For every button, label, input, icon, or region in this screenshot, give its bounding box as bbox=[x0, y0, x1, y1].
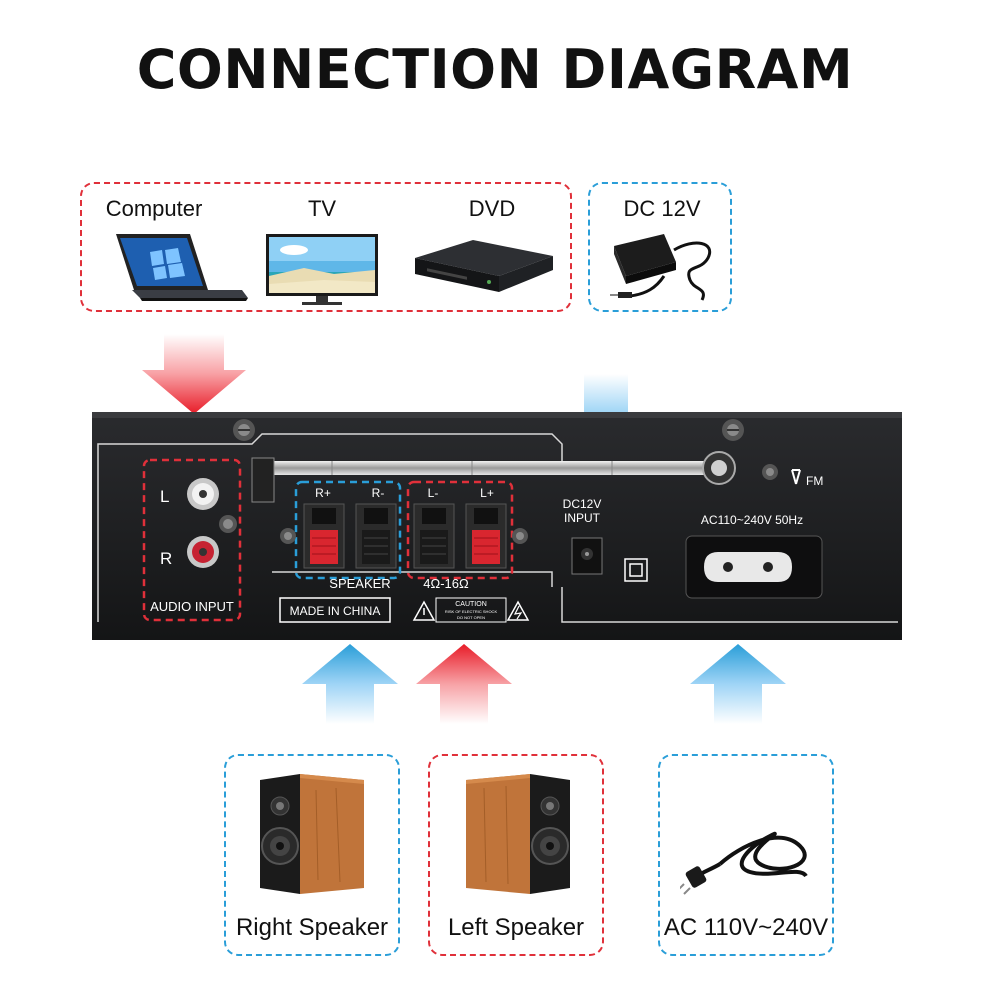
ac-label: AC110~240V 50Hz bbox=[701, 513, 803, 527]
dvd-player-icon bbox=[415, 240, 553, 292]
speaker-label: SPEAKER bbox=[329, 576, 390, 591]
right-speaker-arrow bbox=[302, 644, 398, 724]
caution-line1: RISK OF ELECTRIC SHOCK bbox=[445, 609, 498, 614]
left-speaker-label: Left Speaker bbox=[447, 914, 585, 941]
speaker-terminal-r-minus bbox=[355, 503, 397, 569]
computer-label: Computer bbox=[105, 196, 203, 221]
dvd-label: DVD bbox=[468, 196, 516, 221]
amplifier-back-panel: FM L R AUDIO INPUT R+ R- L- L+ bbox=[92, 412, 902, 640]
speaker-terminal-l-minus bbox=[413, 503, 455, 569]
dc-source-box: DC 12V bbox=[588, 182, 732, 312]
dc-label: DC 12V bbox=[623, 196, 701, 221]
right-speaker-box: Right Speaker bbox=[224, 754, 400, 956]
left-speaker-arrow bbox=[416, 644, 512, 724]
dc-input-label-2: INPUT bbox=[564, 511, 601, 525]
screw-icon bbox=[280, 528, 296, 544]
impedance-label: 4Ω-16Ω bbox=[423, 576, 469, 591]
power-adapter-icon bbox=[610, 234, 712, 301]
r-minus-label: R- bbox=[372, 486, 385, 500]
audio-input-arrow bbox=[142, 334, 246, 414]
audio-sources-box: Computer TV DVD bbox=[80, 182, 572, 312]
speaker-terminal-r-plus bbox=[303, 503, 345, 569]
rca-left-jack bbox=[187, 478, 219, 510]
speaker-icon bbox=[260, 774, 364, 894]
made-in-label: MADE IN CHINA bbox=[290, 604, 381, 618]
speaker-terminal-l-plus bbox=[465, 503, 507, 569]
rca-r-label: R bbox=[160, 549, 172, 568]
page-title: CONNECTION DIAGRAM bbox=[136, 38, 854, 101]
caution-line2: DO NOT OPEN bbox=[457, 615, 485, 620]
ac-label: AC 110V~240V bbox=[663, 914, 829, 941]
screw-icon bbox=[722, 419, 744, 441]
ac-power-arrow bbox=[690, 644, 786, 724]
r-plus-label: R+ bbox=[315, 486, 331, 500]
audio-input-label: AUDIO INPUT bbox=[150, 599, 234, 614]
speaker-icon bbox=[466, 774, 570, 894]
fm-antenna-icon bbox=[791, 469, 801, 485]
right-speaker-label: Right Speaker bbox=[235, 914, 389, 941]
dc-jack bbox=[571, 537, 603, 575]
caution-label: CAUTION bbox=[455, 601, 487, 608]
power-cord-icon bbox=[680, 831, 808, 895]
rca-l-label: L bbox=[160, 487, 169, 506]
high-voltage-icon bbox=[506, 600, 530, 621]
l-plus-label: L+ bbox=[480, 486, 494, 500]
screw-icon bbox=[233, 419, 255, 441]
screw-icon bbox=[512, 528, 528, 544]
screw-icon bbox=[762, 464, 778, 480]
warning-triangle-icon bbox=[412, 600, 436, 621]
dc-input-label-1: DC12V bbox=[563, 497, 602, 511]
ac-power-box: AC 110V~240V bbox=[658, 754, 834, 956]
laptop-icon bbox=[116, 234, 248, 301]
rca-right-jack bbox=[187, 536, 219, 568]
fm-label: FM bbox=[806, 474, 823, 488]
double-insulation-icon bbox=[624, 558, 648, 582]
left-speaker-box: Left Speaker bbox=[428, 754, 604, 956]
tv-icon bbox=[266, 234, 378, 305]
screw-icon bbox=[219, 515, 237, 533]
tv-label: TV bbox=[307, 196, 337, 221]
l-minus-label: L- bbox=[428, 486, 439, 500]
ac-power-socket bbox=[685, 535, 823, 599]
